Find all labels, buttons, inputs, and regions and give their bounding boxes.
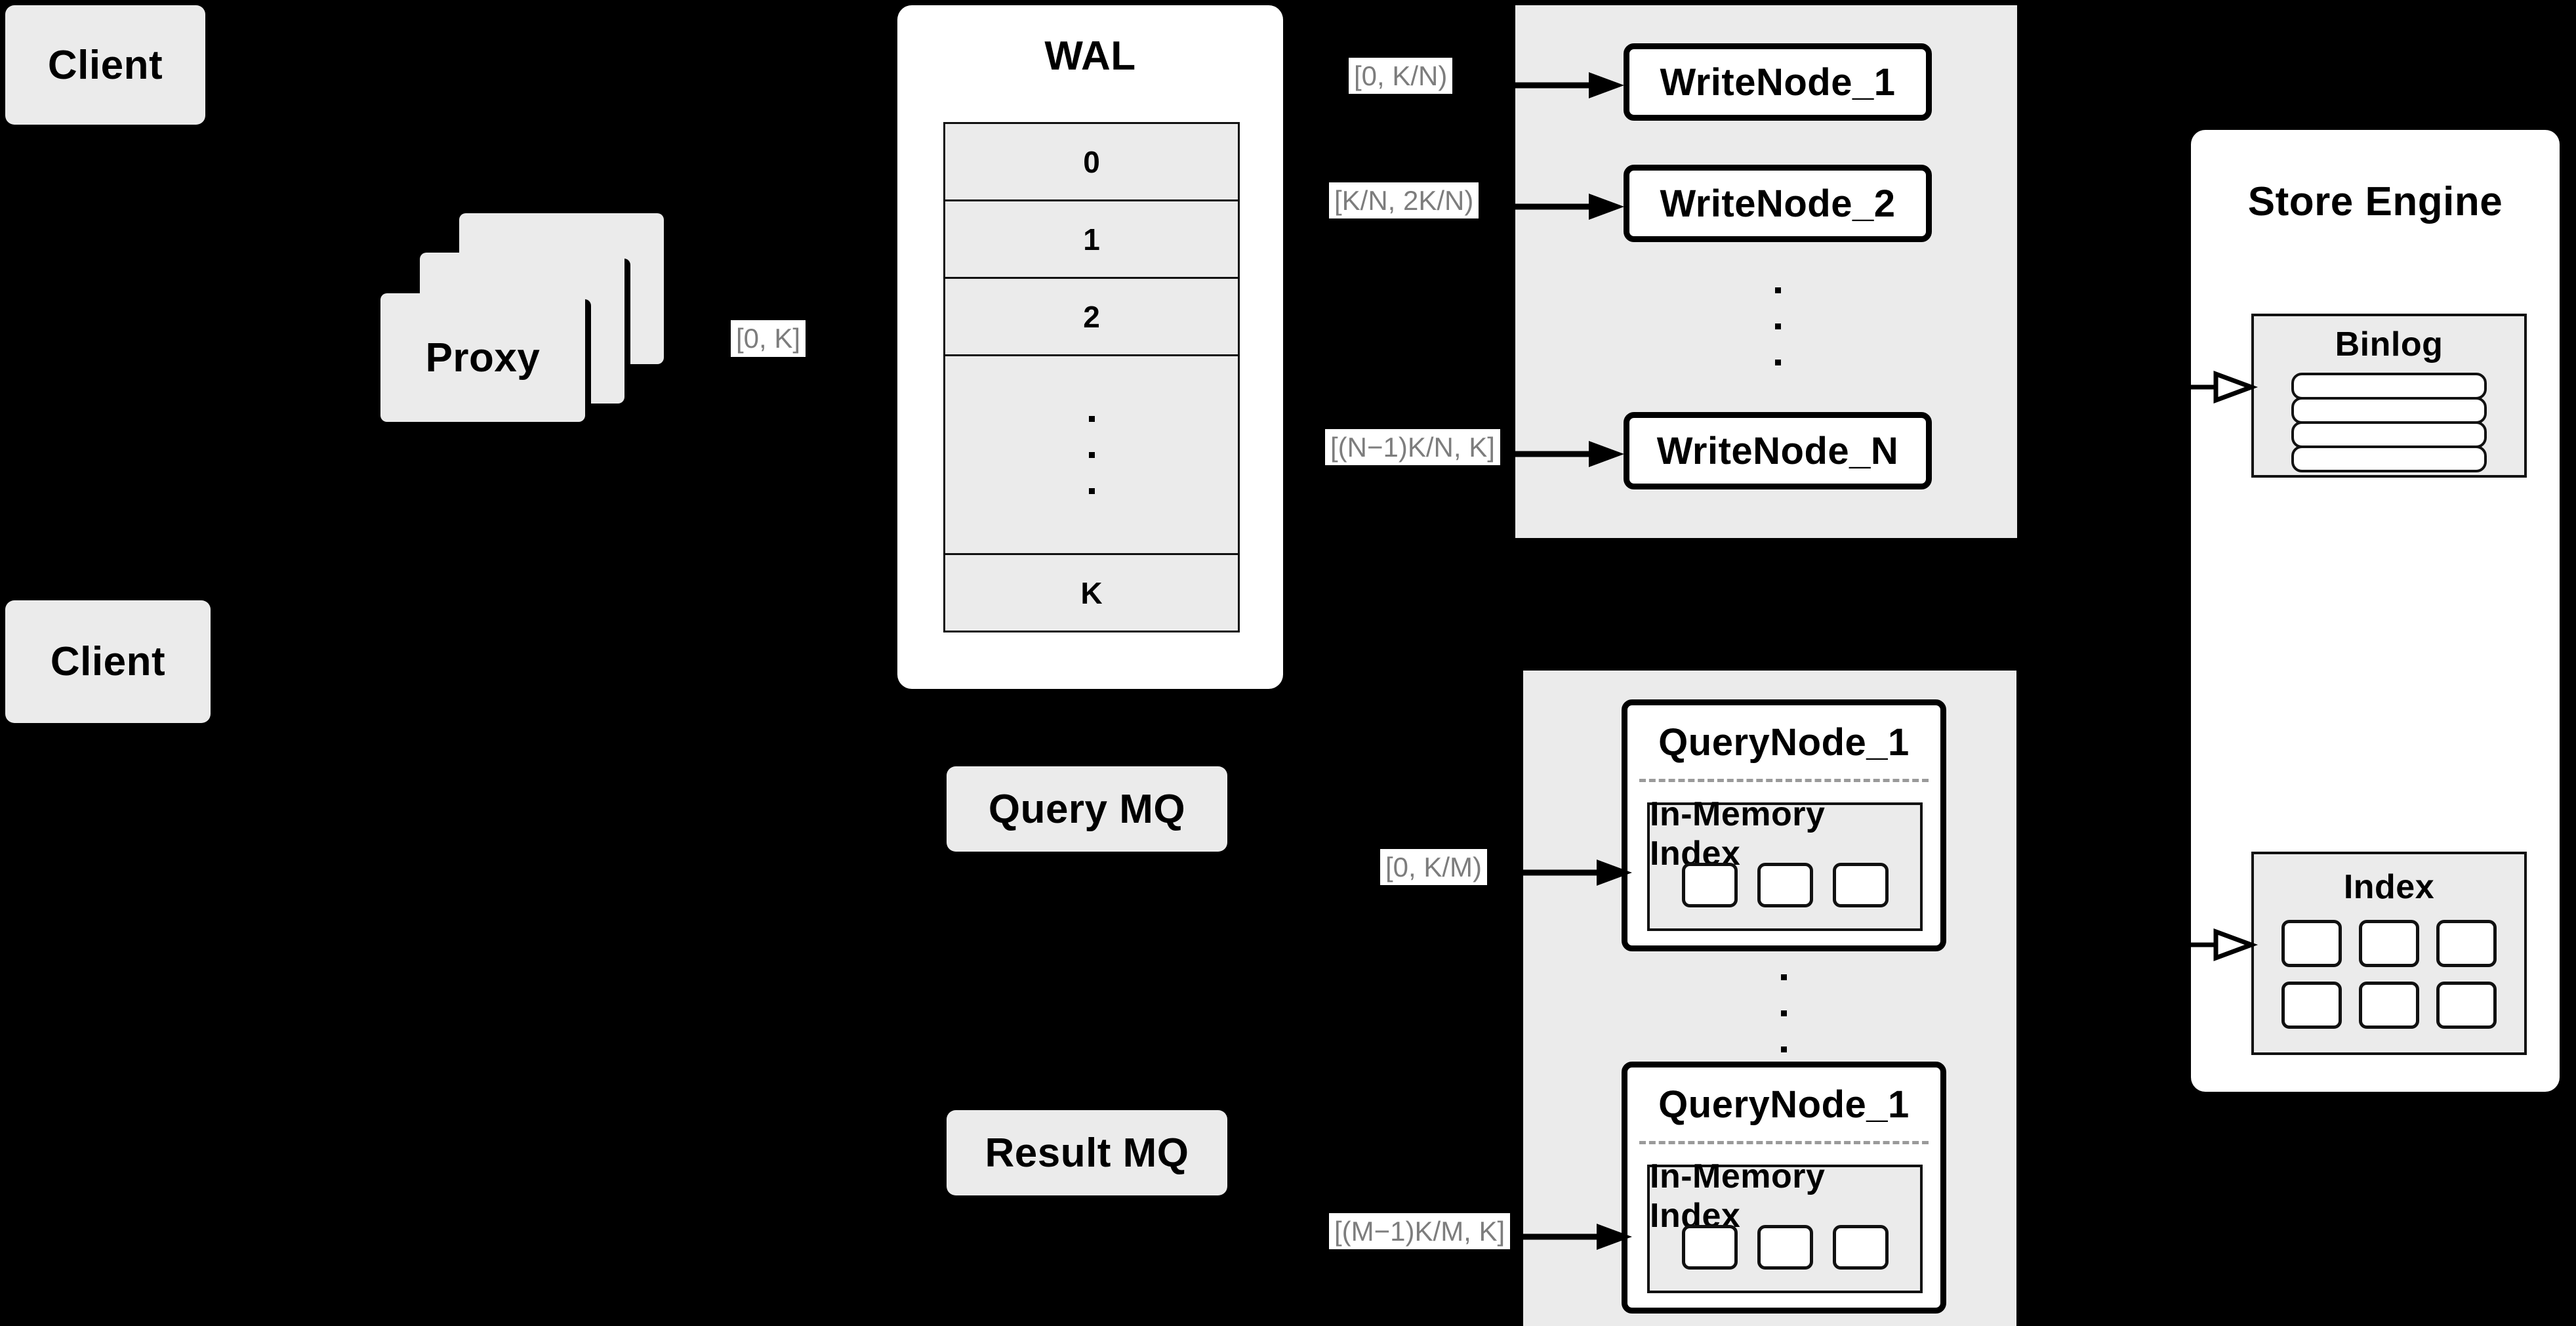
write-node-n[interactable]: WriteNode_N bbox=[1624, 412, 1932, 489]
query-node-m-label: QueryNode_1 bbox=[1658, 1083, 1910, 1126]
index-chip[interactable] bbox=[2281, 920, 2342, 967]
arrow-writecluster-to-index bbox=[2184, 928, 2259, 962]
wal-row-k-label: K bbox=[1080, 575, 1103, 610]
ellipsis-dot bbox=[1775, 360, 1781, 365]
query-node-1-separator bbox=[1639, 779, 1929, 782]
wal-title: WAL bbox=[1044, 33, 1136, 79]
index-title: Index bbox=[2343, 868, 2435, 906]
client-box-1[interactable]: Client bbox=[5, 5, 205, 125]
wal-row-2[interactable]: 2 bbox=[945, 279, 1238, 356]
memory-index-chip[interactable] bbox=[1757, 863, 1813, 907]
memory-index-chip[interactable] bbox=[1757, 1225, 1813, 1270]
query-node-1-memory-index-label: In-Memory Index bbox=[1650, 795, 1826, 873]
ellipsis-dot bbox=[1781, 1010, 1787, 1016]
write-node-1-label: WriteNode_1 bbox=[1660, 60, 1896, 104]
ellipsis-dot bbox=[1088, 415, 1095, 422]
query-node-m[interactable]: QueryNode_1 In-Memory Index bbox=[1622, 1062, 1946, 1314]
result-mq-box[interactable]: Result MQ bbox=[947, 1110, 1227, 1195]
proxy-card-front[interactable]: Proxy bbox=[380, 293, 585, 422]
range-label-querynode-m: [(M−1)K/M, K] bbox=[1329, 1213, 1511, 1249]
write-node-n-label: WriteNode_N bbox=[1656, 429, 1899, 472]
ellipsis-dot bbox=[1781, 974, 1787, 980]
wal-ellipsis-dots bbox=[1088, 415, 1095, 494]
client-box-2[interactable]: Client bbox=[5, 600, 211, 723]
binlog-row[interactable] bbox=[2291, 445, 2487, 472]
binlog-row[interactable] bbox=[2291, 373, 2487, 400]
result-mq-label: Result MQ bbox=[985, 1130, 1189, 1176]
query-node-m-memory-index: In-Memory Index bbox=[1647, 1157, 1923, 1293]
write-cluster-ellipsis bbox=[1775, 287, 1781, 365]
memory-index-chip[interactable] bbox=[1832, 863, 1889, 907]
write-node-2-label: WriteNode_2 bbox=[1660, 182, 1896, 225]
ellipsis-dot bbox=[1088, 451, 1095, 458]
index-chip[interactable] bbox=[2436, 920, 2497, 967]
wal-row-2-label: 2 bbox=[1083, 299, 1100, 334]
memory-index-chip[interactable] bbox=[1681, 1225, 1738, 1270]
wal-row-0[interactable]: 0 bbox=[945, 124, 1238, 201]
range-label-writenode-1-text: [0, K/N) bbox=[1349, 58, 1453, 94]
binlog-row[interactable] bbox=[2291, 421, 2487, 448]
ellipsis-dot bbox=[1775, 287, 1781, 293]
range-label-proxy-to-wal: [0, K] bbox=[727, 318, 809, 359]
arrow-mq-to-querynode-1 bbox=[1523, 860, 1632, 886]
range-label-proxy-to-wal-text: [0, K] bbox=[730, 320, 806, 357]
index-chip[interactable] bbox=[2359, 982, 2419, 1029]
query-node-1[interactable]: QueryNode_1 In-Memory Index bbox=[1622, 699, 1946, 951]
index-chip[interactable] bbox=[2281, 982, 2342, 1029]
write-node-2[interactable]: WriteNode_2 bbox=[1624, 165, 1932, 242]
binlog-panel: Binlog bbox=[2251, 314, 2527, 478]
query-mq-box[interactable]: Query MQ bbox=[947, 766, 1227, 852]
wal-row-1-label: 1 bbox=[1083, 222, 1100, 257]
query-node-m-separator bbox=[1639, 1141, 1929, 1144]
range-label-writenode-2: [K/N, 2K/N) bbox=[1329, 182, 1479, 218]
range-label-querynode-1: [0, K/M) bbox=[1380, 849, 1488, 885]
wal-table: 0 1 2 K bbox=[943, 122, 1240, 632]
binlog-title: Binlog bbox=[2335, 325, 2443, 363]
index-panel: Index bbox=[2251, 852, 2527, 1055]
range-label-querynode-m-text: [(M−1)K/M, K] bbox=[1329, 1213, 1511, 1249]
wal-row-k[interactable]: K bbox=[945, 555, 1238, 631]
wal-panel: WAL 0 1 2 K bbox=[897, 5, 1283, 689]
range-label-writenode-1: [0, K/N) bbox=[1349, 58, 1453, 94]
range-label-writenode-n-text: [(N−1)K/N, K] bbox=[1325, 429, 1500, 465]
arrow-wal-to-writenode-1 bbox=[1515, 72, 1624, 98]
query-node-1-label: QueryNode_1 bbox=[1658, 720, 1910, 764]
wal-row-0-label: 0 bbox=[1083, 144, 1100, 179]
query-cluster-ellipsis bbox=[1781, 974, 1787, 1052]
write-node-1[interactable]: WriteNode_1 bbox=[1624, 43, 1932, 121]
memory-index-chip[interactable] bbox=[1681, 863, 1738, 907]
ellipsis-dot bbox=[1781, 1046, 1787, 1052]
ellipsis-dot bbox=[1775, 323, 1781, 329]
ellipsis-dot bbox=[1088, 487, 1095, 494]
query-node-1-memory-index: In-Memory Index bbox=[1647, 795, 1923, 931]
memory-index-chip[interactable] bbox=[1832, 1225, 1889, 1270]
wal-row-ellipsis bbox=[945, 356, 1238, 555]
arrow-mq-to-querynode-m bbox=[1523, 1224, 1632, 1250]
index-chip[interactable] bbox=[2436, 982, 2497, 1029]
range-label-querynode-1-text: [0, K/M) bbox=[1380, 849, 1488, 885]
range-label-writenode-2-text: [K/N, 2K/N) bbox=[1329, 182, 1479, 218]
arrow-wal-to-writenode-2 bbox=[1515, 194, 1624, 220]
wal-row-1[interactable]: 1 bbox=[945, 201, 1238, 279]
arrow-writecluster-to-binlog bbox=[2184, 370, 2259, 404]
proxy-label: Proxy bbox=[425, 335, 541, 381]
query-mq-label: Query MQ bbox=[988, 786, 1186, 832]
binlog-row[interactable] bbox=[2291, 397, 2487, 424]
range-label-writenode-n: [(N−1)K/N, K] bbox=[1325, 429, 1500, 465]
store-engine-title: Store Engine bbox=[2247, 178, 2503, 224]
proxy-stack[interactable]: Proxy bbox=[380, 213, 682, 436]
index-chip[interactable] bbox=[2359, 920, 2419, 967]
store-engine-panel: Store Engine Binlog Index bbox=[2191, 130, 2560, 1092]
client-label-2: Client bbox=[50, 639, 166, 684]
client-label-1: Client bbox=[47, 42, 163, 88]
arrow-wal-to-writenode-n bbox=[1515, 441, 1624, 467]
query-node-m-memory-index-label: In-Memory Index bbox=[1650, 1157, 1826, 1235]
query-node-cluster: QueryNode_1 In-Memory Index bbox=[1523, 671, 2016, 1326]
